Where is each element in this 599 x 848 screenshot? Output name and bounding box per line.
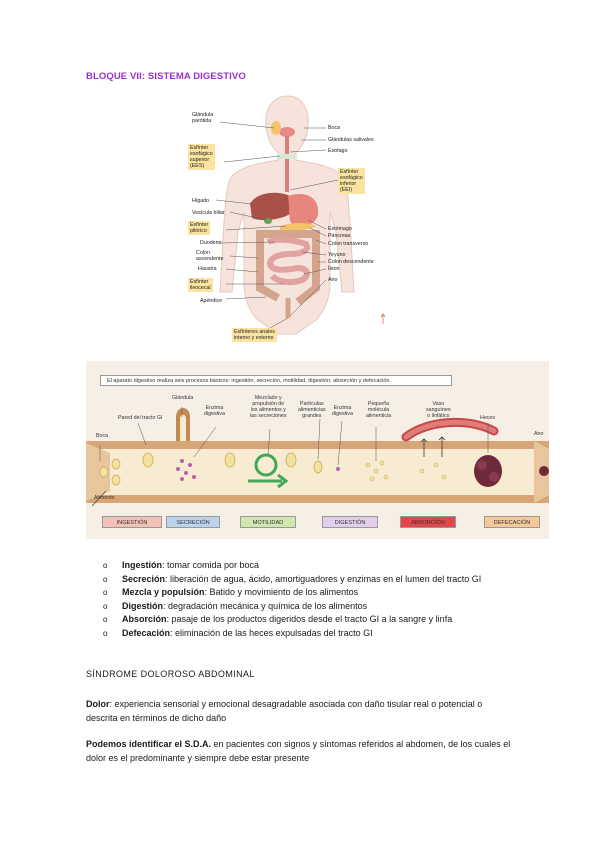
label-gallbladder: Vesícula biliar [192,210,225,216]
label-pyloric-sphincter: Esfínter pilórico [188,221,211,235]
dolor-text: : experiencia sensorial y emocional desa… [86,699,483,723]
digestive-process-figure: Glándula Pared del tracto GI Enzima dige… [86,361,549,539]
label-duodenum: Duodeno [200,240,222,246]
label-ileum: Íleon [328,266,340,272]
process-caption: El aparato digestivo realiza seis proces… [100,375,452,386]
label-appendix: Apéndice [200,298,223,304]
dolor-term: Dolor [86,699,110,709]
label-pancreas: Páncreas [328,233,351,239]
def-digestion: degradación mecánica y química de los al… [168,600,368,611]
label-salivary-glands: Glándulas salivales [328,137,374,143]
sda-text: en pacientes con signos y síntomas refer… [86,739,511,763]
bullet-marker: o [103,588,108,597]
label-anus: Ano [328,277,338,283]
label-mouth: Boca [96,433,109,439]
label-parotid-gland: Glándula parótida [192,112,214,124]
label-digestive-enzyme-2: Enzima digestiva [332,405,353,417]
label-small-food-molecule: Pequeña molécula alimenticia [366,401,392,419]
process-box-motility: MOTILIDAD [240,516,296,528]
label-anus: Ano [534,431,544,437]
label-upper-esophageal-sphincter: Esfínter esofágico superior (EES) [188,144,215,170]
digestive-anatomy-figure: Glándula parótida Esfínter esofágico sup… [186,92,402,350]
label-ascending-colon: Colon ascendente [196,250,224,262]
label-anal-sphincters: Esfínteres anales interno y externo [232,328,277,342]
bullet-marker: o [103,628,108,638]
label-esophagus: Esófago [328,148,348,154]
term-defecation: Defecación [122,627,171,638]
bullet-marker: o [103,601,108,611]
process-box-absorption: ABSORCIÓN [400,516,456,528]
label-digestive-enzyme-1: Enzima digestiva [204,405,225,417]
process-box-defecation: DEFECACIÓN [484,516,540,528]
page-heading: BLOQUE VII: SISTEMA DIGESTIVO [86,71,246,82]
label-feces: Heces [480,415,496,421]
digestive-anatomy-illustration [215,95,386,335]
term-ingestion: Ingestión [122,560,162,570]
def-secretion: liberación de agua, ácido, amortiguadore… [170,573,482,584]
label-liver: Hígado [192,198,210,204]
term-absorption: Absorción [122,614,167,624]
label-haustra: Haustra [198,266,217,272]
label-gi-wall: Pared del tracto GI [118,415,163,421]
label-transverse-colon: Colon transverso [328,241,369,247]
label-lower-esophageal-sphincter: Esfínter esofágico inferior (EEI) [338,168,365,194]
sda-term: Podemos identificar el S.D.A. [86,739,212,749]
label-stomach: Estómago [328,226,352,232]
process-box-secretion: SECRECIÓN [166,516,220,528]
label-mixing-propulsion: Mezclado y propulsión de los alimentos y… [250,395,287,419]
label-mouth: Boca [328,125,341,131]
section-title: SÍNDROME DOLOROSO ABDOMINAL [86,669,255,679]
label-large-food-particles: Partículas alimenticias grandes [298,401,326,419]
digestive-tract-illustration [86,407,549,507]
def-defecation: eliminación de las heces expulsadas del … [175,627,373,638]
label-food: Alimento [94,495,115,501]
bullet-marker: o [103,615,108,624]
process-box-ingestion: INGESTIÓN [102,516,162,528]
label-jejunum: Yeyuno [328,252,346,258]
label-descending-colon: Colon descendente [328,259,374,265]
bullet-marker: o [103,574,108,584]
label-ileocecal-sphincter: Esfínter ileocecal [188,278,213,292]
term-digestion: Digestión [122,600,164,611]
bullet-marker: o [103,561,108,570]
def-mixing: Batido y movimiento de los alimentos [209,587,359,597]
label-blood-lymph-vessel: Vaso sanguíneo o linfático [426,401,451,419]
term-secretion: Secreción [122,573,166,584]
dolor-paragraph: Dolor: experiencia sensorial y emocional… [86,697,516,725]
def-absorption: pasaje de los productos digeridos desde … [171,614,453,624]
label-gland: Glándula [172,395,194,401]
term-mixing: Mezcla y populsión [122,587,205,597]
def-ingestion: tomar comida por boca [167,560,260,570]
sda-paragraph: Podemos identificar el S.D.A. en pacient… [86,737,516,765]
process-box-digestion: DIGESTIÓN [322,516,378,528]
